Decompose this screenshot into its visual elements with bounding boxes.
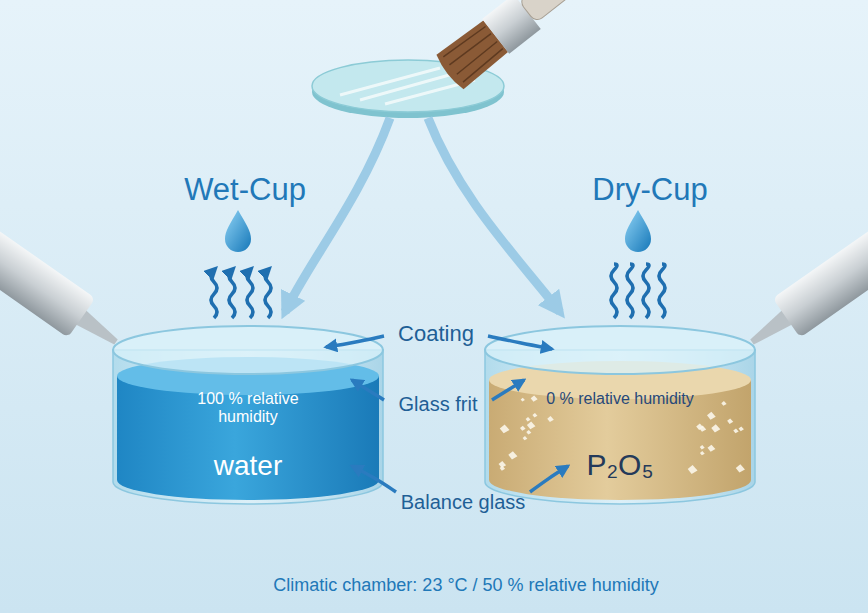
- leader-arrow: [352, 380, 384, 400]
- crystal: [526, 430, 531, 435]
- content-name: water: [214, 450, 282, 482]
- content-name: P₂O₅: [586, 448, 653, 483]
- crystal: [532, 413, 537, 418]
- part-name: Glass frit: [399, 393, 478, 415]
- crystal: [531, 395, 538, 401]
- condition-text: 0 % relative humidity: [546, 390, 694, 408]
- leader-arrow: [488, 336, 552, 349]
- cup-content: 0 % relative humidityP₂O₅: [502, 386, 738, 486]
- vapour-lines: [611, 264, 665, 318]
- crystal: [527, 422, 536, 430]
- crystal: [700, 445, 705, 449]
- condition-text: 100 % relative humidity: [173, 390, 323, 427]
- crystal: [696, 423, 703, 430]
- crystal: [523, 436, 528, 440]
- crystal: [521, 398, 525, 402]
- syringe: [0, 202, 130, 362]
- caption: Climatic chamber: 23 °C / 50 % relative …: [273, 576, 658, 596]
- syringe: [738, 202, 868, 362]
- part-name: Coating: [398, 322, 474, 346]
- leader-arrow: [352, 466, 396, 492]
- vapour-arrows: [211, 270, 271, 318]
- leader-arrow: [492, 380, 524, 400]
- crystal: [700, 451, 705, 455]
- crystal: [500, 425, 510, 434]
- crystal: [500, 466, 505, 471]
- crystal: [736, 464, 745, 472]
- crystal: [526, 417, 531, 421]
- crystal: [707, 412, 716, 420]
- dry-cup: [485, 326, 755, 504]
- leader-arrow: [326, 336, 384, 347]
- crystal: [508, 451, 517, 459]
- water-drop: [625, 210, 651, 252]
- crystal: [520, 426, 526, 431]
- transfer-arrow: [428, 118, 560, 312]
- brush: [434, 0, 627, 91]
- crystal: [727, 418, 733, 423]
- cup-content: 100 % relative humidity water: [130, 386, 366, 486]
- method-title: Dry-Cup: [592, 173, 707, 207]
- method-title: Wet-Cup: [184, 173, 306, 207]
- transfer-arrow: [285, 118, 390, 312]
- leader-arrow: [530, 466, 568, 492]
- leader-arrows: [326, 336, 568, 492]
- crystal: [547, 416, 554, 422]
- crystal: [739, 426, 744, 431]
- crystal: [688, 465, 698, 474]
- wet-cup: [113, 326, 383, 504]
- part-name: Balance glass: [401, 491, 526, 513]
- water-drop: [225, 210, 251, 252]
- crystal: [733, 428, 738, 433]
- crystal: [721, 401, 726, 406]
- crystal: [711, 424, 720, 432]
- crystal: [707, 445, 715, 452]
